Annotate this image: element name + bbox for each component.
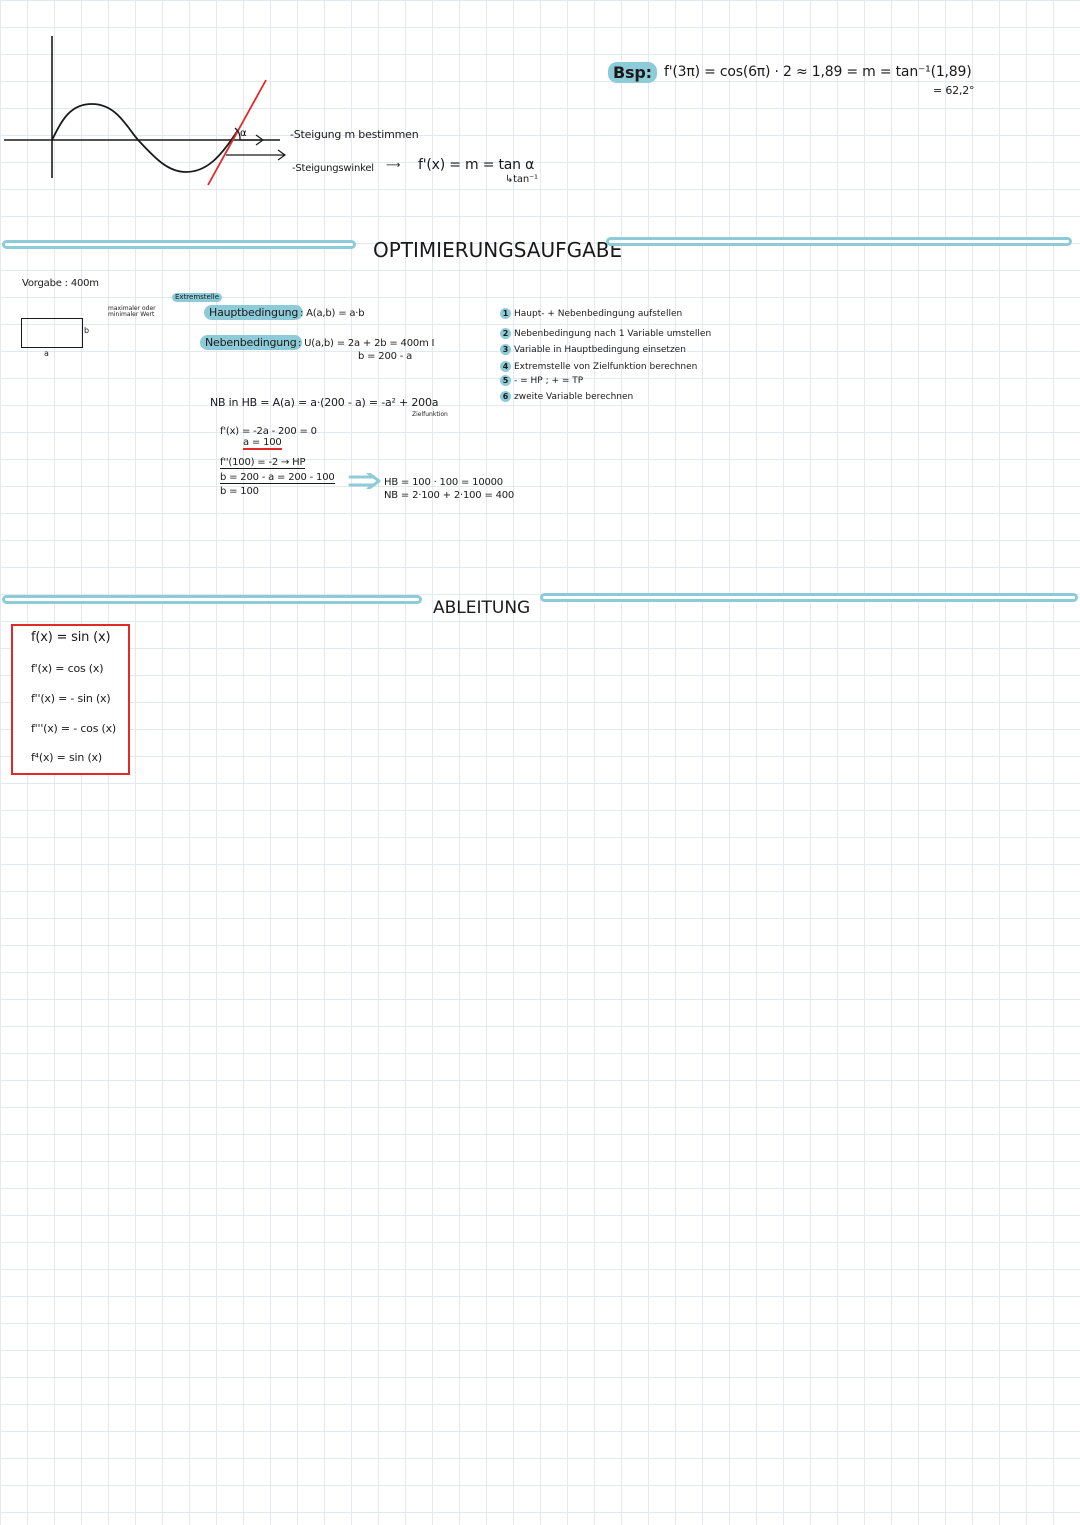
rectangle-sketch [21,318,83,348]
step-text: Extremstelle von Zielfunktion berechnen [514,362,698,372]
nb-in-hb: NB in HB = A(a) = a·(200 - a) = -a² + 20… [210,396,439,409]
arrow-winkel-head [277,149,287,161]
step-number: 6 [500,391,511,402]
example-result: = 62,2° [933,84,975,97]
step-text: - = HP ; + = TP [514,376,584,386]
winkel-label: -Steigungswinkel [292,163,374,174]
nebenbedingung-formula-2: b = 200 - a [358,351,413,362]
note-extremstelle: Extremstelle [172,293,223,302]
nebenbedingung-label: Nebenbedingung [200,335,302,350]
derivative-item: f''(x) = - sin (x) [31,692,111,705]
ableitung-bar-left [2,595,422,604]
step-text: Nebenbedingung nach 1 Variable umstellen [514,329,712,339]
tangent-formula: f'(x) = m = tan α [418,157,535,173]
note-extremum: maximaler oder minimaler Wert [108,305,156,318]
step-number: 3 [500,344,511,355]
example-expression: f'(3π) = cos(6π) · 2 ≈ 1,89 = m = tan⁻¹(… [664,64,972,80]
zielfunktion-label: Zielfunktion [412,411,448,418]
step-number: 1 [500,308,511,319]
steigung-label: -Steigung m bestimmen [290,128,419,141]
a-value: a = 100 [243,437,282,450]
hauptbedingung-label: Hauptbedingung [204,305,304,320]
tan-inverse-hint: ↳tan⁻¹ [505,174,538,185]
winkel-arrow-icon: ⟶ [386,160,401,171]
arrow-steigung-head [255,134,265,146]
step-text: zweite Variable berechnen [514,392,634,402]
b-calc: b = 200 - a = 200 - 100 [220,472,335,484]
result-hb: HB = 100 · 100 = 10000 [384,477,503,488]
step-number: 5 [500,375,511,386]
tangent-line [207,79,267,186]
step-item: 5- = HP ; + = TP [500,373,711,389]
rect-side-a: a [44,349,49,358]
rect-side-b: b [84,326,90,335]
implies-arrow-icon [348,473,381,489]
step-number: 4 [500,361,511,372]
derivative-item: f'''(x) = - cos (x) [31,722,117,735]
section-bar-left [2,240,356,249]
step-text: Haupt- + Nebenbedingung aufstellen [514,309,683,319]
sine-curve [51,103,239,173]
b-value: b = 100 [220,486,259,497]
derivative-item: f⁴(x) = sin (x) [31,751,102,764]
step-text: Variable in Hauptbedingung einsetzen [514,345,686,355]
second-derivative: f''(100) = -2 → HP [220,457,306,469]
section-bar-right [606,237,1072,246]
ableitung-bar-right [540,593,1078,602]
result-nb: NB = 2·100 + 2·100 = 400 [384,490,515,501]
sine-tangent-sketch: α [4,36,287,186]
nebenbedingung-formula-1: : U(a,b) = 2a + 2b = 400m I [298,338,435,349]
angle-arc [234,127,241,141]
alpha-symbol: α [240,128,247,139]
first-derivative: f'(x) = -2a - 200 = 0 [220,426,317,437]
step-number: 2 [500,328,511,339]
ableitung-title: ABLEITUNG [433,598,531,618]
example-badge: Bsp: [608,62,657,83]
optimization-title: OPTIMIERUNGSAUFGABE [373,238,623,262]
derivative-item: f'(x) = cos (x) [31,662,104,675]
derivative-item: f(x) = sin (x) [31,630,111,645]
vorgabe-label: Vorgabe : 400m [22,278,99,289]
hauptbedingung-formula: : A(a,b) = a·b [300,308,365,319]
derivative-box [11,624,130,775]
